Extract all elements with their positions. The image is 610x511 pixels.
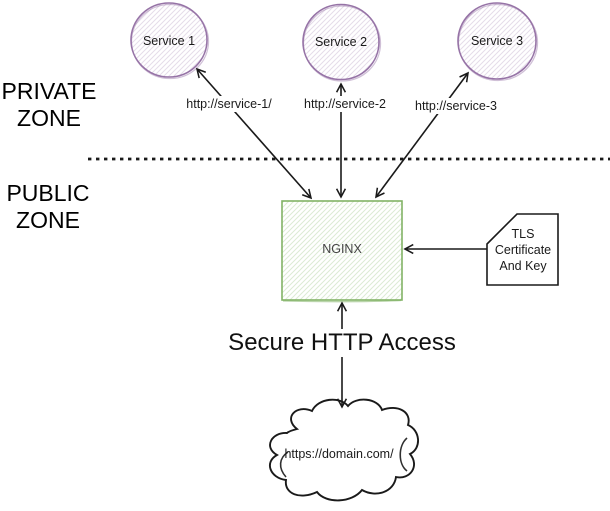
edge-service3-nginx [375,71,469,199]
service3-circle [457,2,539,82]
service1-circle-shape [130,2,208,78]
service2-circle-shape [302,3,380,81]
internet-cloud [268,398,419,502]
cloud-sketch-right [399,437,408,472]
service2-circle [302,3,382,82]
cloud-sketch-left [279,451,289,478]
service3-circle-shape [457,2,537,80]
service2-circle-sketch [302,5,382,82]
cloud-shape [268,398,419,502]
nginx-box [281,200,403,303]
service3-circle-sketch [457,3,539,82]
tls-certificate-card [486,213,559,286]
edge-service1-nginx [195,67,313,200]
service1-circle-sketch [130,3,210,80]
service1-circle [130,2,210,80]
nginx-box-shape [281,200,403,301]
